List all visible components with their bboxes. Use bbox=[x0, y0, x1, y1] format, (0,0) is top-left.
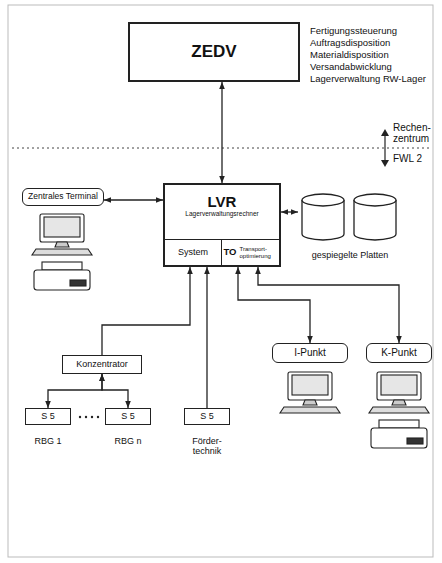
function-label: Lagerverwaltung RW-Lager bbox=[310, 74, 426, 84]
connector bbox=[258, 267, 399, 343]
computer-icon bbox=[369, 372, 429, 413]
box-caption: RBG n bbox=[114, 436, 141, 446]
plc-box: S 5RBG 1 bbox=[25, 408, 71, 425]
printer-icon bbox=[34, 262, 90, 290]
box-caption: Förder- technik bbox=[181, 436, 233, 457]
host-box: ZEDV bbox=[128, 22, 300, 82]
box-text: S 5 bbox=[200, 411, 214, 421]
box-text: S 5 bbox=[121, 411, 135, 421]
function-label: Auftragsdisposition bbox=[310, 38, 390, 48]
connector bbox=[48, 374, 102, 408]
terminal-box: Zentrales Terminal bbox=[22, 188, 104, 206]
module-box: System bbox=[165, 239, 222, 265]
server-box: System TO Transport- optimierung LVRLagerve… bbox=[163, 183, 281, 267]
disk-cylinders bbox=[302, 194, 396, 240]
box-text: Lagerverwaltungsrechner bbox=[185, 210, 258, 217]
disk-group: gespiegelte Platten bbox=[298, 192, 402, 242]
connector bbox=[102, 267, 190, 355]
connector bbox=[238, 267, 310, 343]
terminal-box: K-Punkt bbox=[366, 343, 432, 363]
zone-label: FWL 2 bbox=[393, 153, 422, 164]
module-box: TO Transport- optimierung bbox=[222, 239, 279, 265]
plc-box: S 5RBG n bbox=[105, 408, 151, 425]
boundary-arrow bbox=[381, 129, 389, 167]
box-caption: gespiegelte Platten bbox=[312, 250, 389, 260]
box-text: K-Punkt bbox=[381, 347, 417, 359]
box-text: System bbox=[178, 247, 208, 257]
box-text: S 5 bbox=[41, 411, 55, 421]
printer-icon bbox=[371, 420, 427, 448]
terminal-box: I-Punkt bbox=[272, 343, 348, 363]
connector bbox=[206, 267, 207, 408]
function-label: Versandabwicklung bbox=[310, 62, 392, 72]
box-caption: RBG 1 bbox=[34, 436, 61, 446]
boundary-line bbox=[12, 148, 430, 149]
frame bbox=[8, 5, 433, 557]
plc-box: S 5Förder- technik bbox=[184, 408, 230, 425]
box-text: TO bbox=[223, 247, 236, 258]
connector bbox=[281, 211, 298, 212]
connector bbox=[102, 374, 128, 408]
zone-label: Rechen- zentrum bbox=[393, 122, 437, 144]
function-label: Fertigungssteuerung bbox=[310, 26, 397, 36]
box-text: ZEDV bbox=[191, 42, 236, 62]
computer-icon bbox=[280, 372, 340, 413]
box-text: Zentrales Terminal bbox=[28, 192, 98, 202]
box-text: I-Punkt bbox=[294, 347, 326, 359]
box-text: Konzentrator bbox=[76, 359, 128, 369]
concentrator-box: Konzentrator bbox=[62, 355, 142, 374]
box-text: Transport- optimierung bbox=[240, 246, 278, 259]
function-label: Materialdisposition bbox=[310, 50, 389, 60]
computer-icon bbox=[32, 214, 92, 255]
connector bbox=[104, 199, 163, 200]
connector bbox=[221, 82, 222, 183]
box-text: LVR bbox=[208, 193, 237, 210]
ellipsis-dots bbox=[79, 416, 99, 418]
